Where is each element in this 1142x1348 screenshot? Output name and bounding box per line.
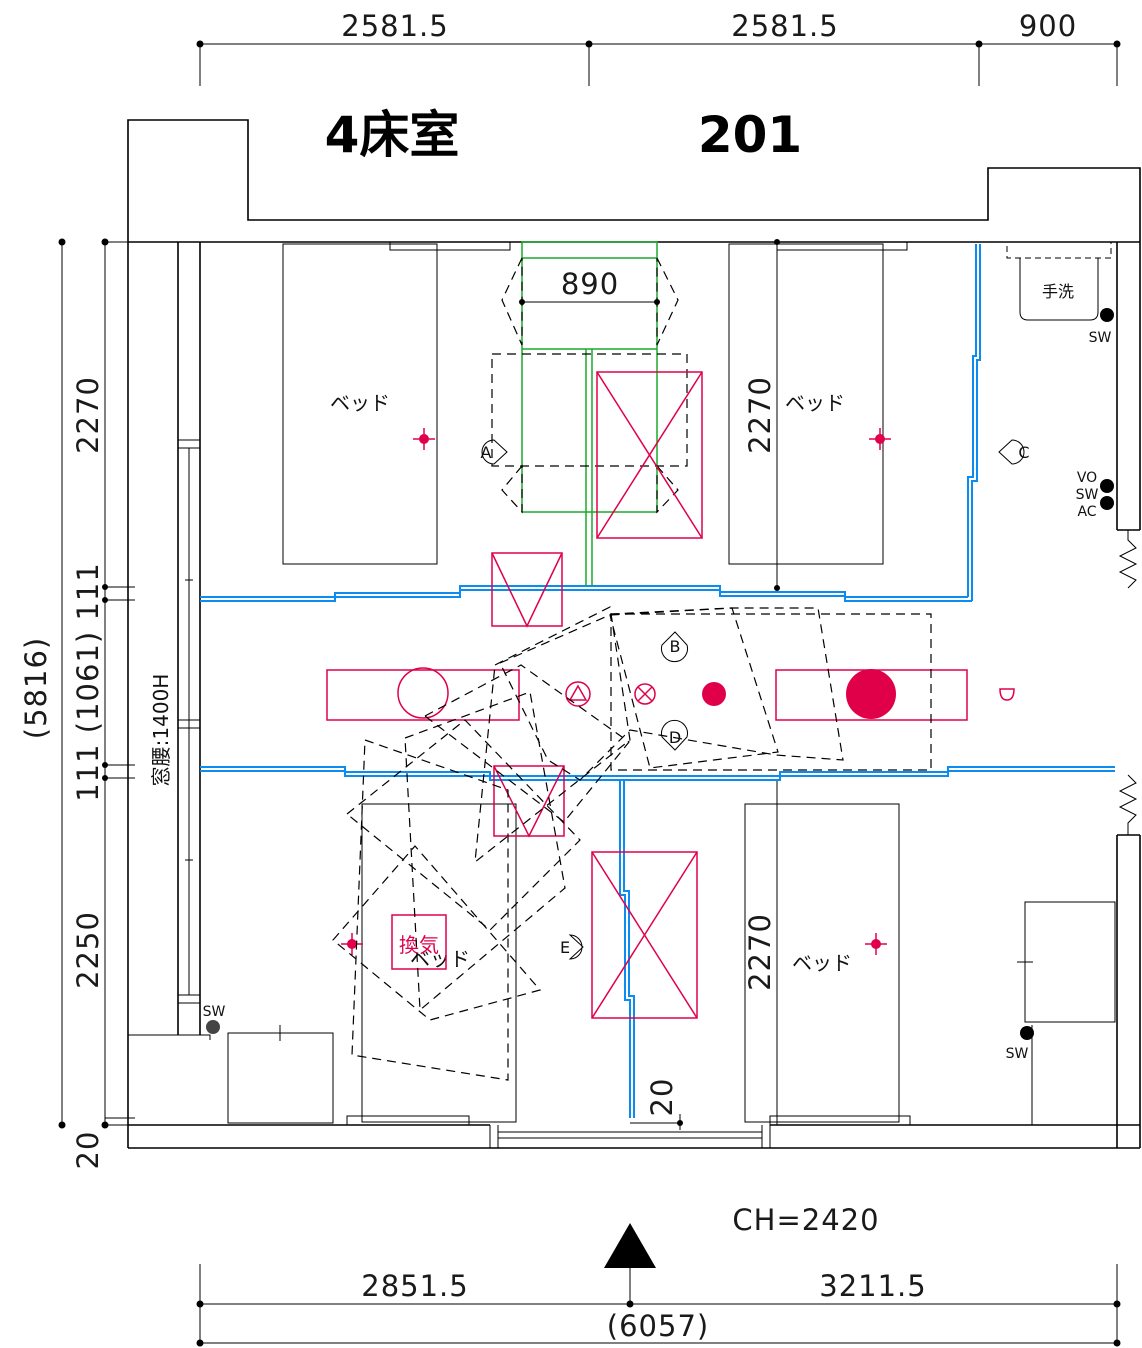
svg-text:SW: SW xyxy=(1089,330,1112,346)
light-point-icon xyxy=(865,933,887,955)
dim-bed-upper-right: 2270 xyxy=(743,376,777,454)
bottom-dimension: 2851.5 3211.5 (6057) xyxy=(196,1264,1121,1347)
cabinets xyxy=(128,901,1116,1125)
dim-left-upper: 2270 xyxy=(71,376,105,454)
marker-d: D xyxy=(661,720,688,751)
window-sill-label: 窓腰:1400H xyxy=(149,674,173,787)
svg-text:SW: SW xyxy=(203,1004,226,1020)
dim-bed-lower-right: 2270 xyxy=(743,913,777,991)
outer-walls xyxy=(127,119,1141,1149)
room-type-title: 4床室 xyxy=(325,106,460,164)
svg-text:E: E xyxy=(560,938,570,957)
svg-text:SW: SW xyxy=(1006,1046,1029,1062)
curtain-rails xyxy=(200,244,1115,1118)
dim-left-middle: 111 (1061) 111 xyxy=(71,562,105,802)
bed-upper-left: ベッド xyxy=(282,241,511,565)
bed-lower-right: 2270 ベッド xyxy=(743,780,911,1126)
left-dimension: (5816) 2270 111 (1061) 111 2250 20 窓腰:14… xyxy=(19,238,173,1170)
handwash-sink: 手洗 xyxy=(1006,241,1112,321)
handwash-label: 手洗 xyxy=(1042,282,1074,301)
bed-sweep-outlines xyxy=(332,606,932,1081)
dim-top-1: 2581.5 xyxy=(341,9,448,43)
bed-label: ベッド xyxy=(792,951,852,975)
marker-a: A xyxy=(481,439,508,465)
bed-upper-right: 2270 ベッド xyxy=(728,239,908,591)
outlet-icon xyxy=(999,688,1015,701)
dim-bottom-total: (6057) xyxy=(607,1309,709,1343)
marker-c: C xyxy=(998,439,1030,465)
switch-icon: SW xyxy=(1089,308,1114,346)
svg-text:B: B xyxy=(670,637,681,656)
dim-bottom-2: 3211.5 xyxy=(819,1269,926,1303)
entry-arrow-icon xyxy=(604,1223,656,1304)
gap-dimension: 20 xyxy=(630,1078,683,1130)
dim-left-lower: 2250 xyxy=(71,911,105,989)
svg-text:C: C xyxy=(1018,443,1029,462)
dim-bottom-1: 2851.5 xyxy=(361,1269,468,1303)
marker-e: E xyxy=(560,934,584,960)
dim-890: 890 xyxy=(561,267,619,301)
ventilation-label: 換気 xyxy=(399,933,439,957)
bed-lower-left: ベッド 換気 xyxy=(341,803,517,1126)
top-dimension: 2581.5 2581.5 900 xyxy=(196,9,1121,86)
light-point-icon xyxy=(869,428,891,450)
marker-b: B xyxy=(661,631,688,662)
light-point-icon xyxy=(341,933,363,955)
dim-20-gap: 20 xyxy=(645,1078,679,1117)
ceiling-height-label: CH=2420 xyxy=(732,1203,879,1237)
equipment-red xyxy=(326,371,1015,1019)
svg-text:D: D xyxy=(669,728,681,747)
bed-label: ベッド xyxy=(410,947,470,971)
speaker-icon xyxy=(634,683,656,705)
smoke-detector-icon xyxy=(565,681,591,707)
switch-icon: SW xyxy=(1006,1026,1034,1062)
light-point-icon xyxy=(413,428,435,450)
svg-text:VO: VO xyxy=(1077,470,1097,486)
svg-text:SW: SW xyxy=(1076,487,1099,503)
bed-label: ベッド xyxy=(785,391,845,415)
room-number-title: 201 xyxy=(698,106,802,164)
switch-group: SW VO SW AC SW SW xyxy=(203,308,1114,1062)
sensor-icon xyxy=(702,682,726,706)
ceiling-light-icon xyxy=(846,669,896,719)
dim-left-bottom: 20 xyxy=(71,1131,105,1170)
switch-icon: SW xyxy=(203,1004,226,1034)
overbed-unit: 890 xyxy=(491,241,688,586)
dim-top-2: 2581.5 xyxy=(731,9,838,43)
bed-label: ベッド xyxy=(330,391,390,415)
dim-top-3: 900 xyxy=(1019,9,1077,43)
switch-icon: VO SW AC xyxy=(1076,470,1114,520)
dim-left-total: (5816) xyxy=(19,637,53,739)
svg-text:A: A xyxy=(481,443,492,462)
svg-text:AC: AC xyxy=(1077,504,1096,520)
